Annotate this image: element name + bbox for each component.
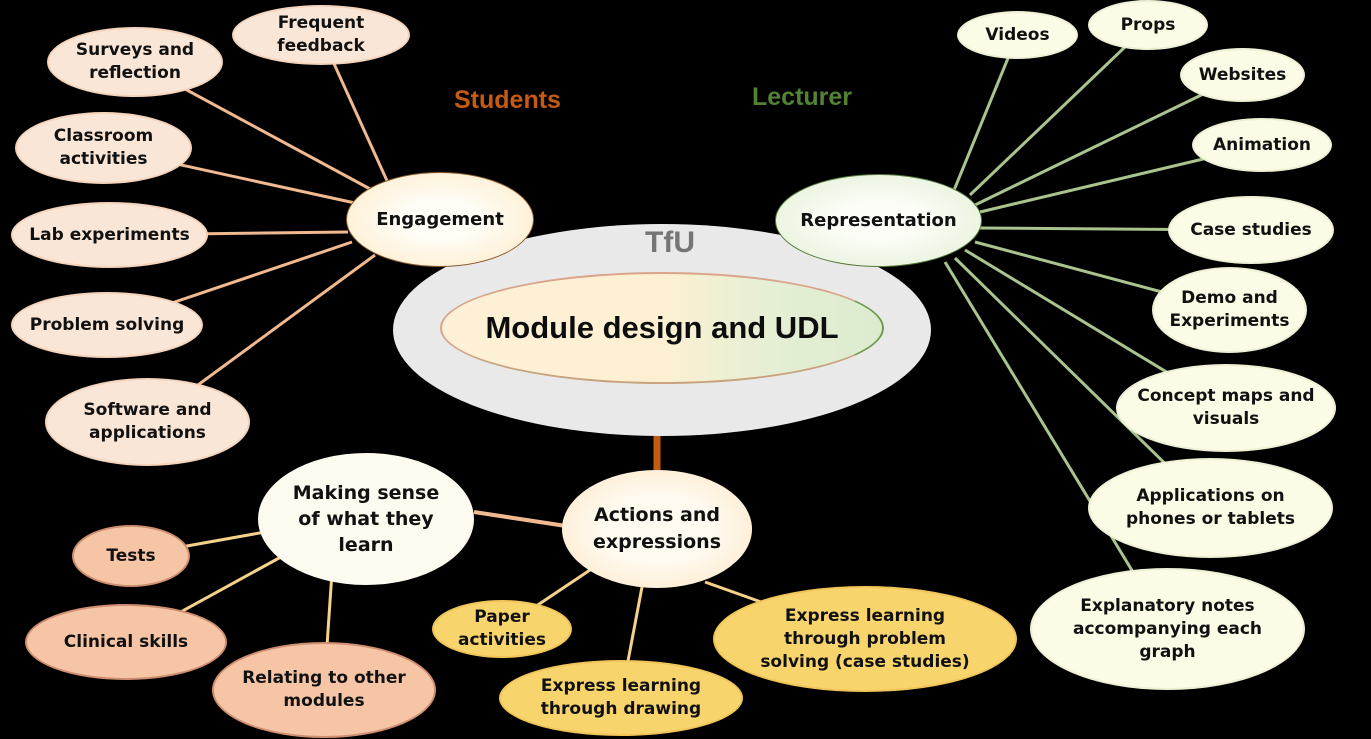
hub-making-sense-line: learn bbox=[338, 534, 394, 556]
leaf-node-label: Props bbox=[1120, 14, 1176, 35]
leaf-node-label: Lab experiments bbox=[29, 224, 190, 245]
leaf-node-label: visuals bbox=[1192, 409, 1260, 429]
hub-actions-expressions: Actions and expressions bbox=[562, 470, 752, 588]
connector-representation-items bbox=[968, 23, 1150, 197]
leaf-node-label: activities bbox=[457, 630, 546, 650]
leaf-node-label: modules bbox=[283, 691, 365, 711]
hub-engagement: Engagement bbox=[346, 172, 534, 267]
leaf-node-representation: Props bbox=[1088, 0, 1208, 50]
leaf-node-label: Applications on bbox=[1136, 486, 1285, 506]
hub-making-sense-line: Making sense bbox=[292, 482, 440, 504]
leaf-node-label: Frequent bbox=[277, 13, 365, 33]
leaf-node-label: Surveys and bbox=[75, 40, 195, 60]
leaf-node-representation: Animation bbox=[1192, 118, 1332, 172]
connector-making-sense-actions bbox=[473, 510, 567, 528]
connector-representation-items bbox=[974, 73, 1244, 207]
leaf-node-label: graph bbox=[1139, 641, 1196, 662]
connector-representation-items bbox=[948, 34, 1019, 201]
leaf-node-engagement: Problem solving bbox=[11, 292, 203, 358]
leaf-node-representation: Videos bbox=[957, 11, 1078, 59]
leaf-node-label: Paper bbox=[474, 607, 530, 627]
leaf-node-representation: Websites bbox=[1180, 48, 1305, 102]
connector-representation-items bbox=[943, 261, 1169, 630]
leaf-node-label: activities bbox=[59, 149, 148, 169]
leaf-node-label: Tests bbox=[106, 545, 156, 566]
leaf-node-representation: Applications on phones or tablets bbox=[1088, 458, 1333, 558]
leaf-node-label: Concept maps and bbox=[1137, 386, 1315, 406]
leaf-node-label: reflection bbox=[89, 63, 181, 83]
leaf-node-label: Animation bbox=[1212, 134, 1311, 155]
leaf-node-label: Problem solving bbox=[29, 314, 185, 335]
leaf-node-label: Express learning bbox=[784, 605, 946, 626]
leaf-node-label: applications bbox=[89, 423, 206, 443]
leaf-node-label: Clinical skills bbox=[63, 631, 189, 652]
leaf-node-representation: Case studies bbox=[1168, 196, 1334, 264]
lecturer-label: Lecturer bbox=[752, 83, 853, 111]
core-node-module-design: Module design and UDL bbox=[440, 272, 884, 384]
hub-representation: Representation bbox=[775, 174, 982, 267]
leaf-node-label: phones or tablets bbox=[1126, 509, 1295, 529]
hub-making-sense-line: of what they bbox=[298, 508, 434, 530]
leaf-node-label: through problem bbox=[783, 628, 947, 649]
leaf-node-making-sense: Relating to other modules bbox=[212, 642, 436, 738]
leaf-node-label: through drawing bbox=[540, 699, 702, 719]
leaf-node-label: accompanying each bbox=[1072, 618, 1263, 639]
leaf-node-actions: Paper activities bbox=[432, 600, 572, 658]
leaf-node-label: Videos bbox=[985, 24, 1050, 45]
leaf-node-engagement: Frequent feedback bbox=[232, 5, 410, 65]
tfu-label: TfU bbox=[645, 226, 695, 259]
leaf-node-label: Explanatory notes bbox=[1080, 595, 1255, 616]
leaf-node-engagement: Classroom activities bbox=[15, 112, 192, 184]
leaf-node-label: Demo and bbox=[1181, 288, 1278, 308]
leaf-node-engagement: Surveys and reflection bbox=[47, 27, 223, 97]
leaf-node-label: Relating to other bbox=[242, 668, 406, 688]
leaf-node-label: Software and bbox=[83, 400, 212, 420]
hub-actions-line: expressions bbox=[592, 531, 722, 553]
leaf-node-making-sense: Tests bbox=[72, 525, 190, 587]
leaf-node-label: Experiments bbox=[1169, 311, 1290, 331]
core-node-label: Module design and UDL bbox=[485, 310, 839, 345]
leaf-node-label: Case studies bbox=[1190, 219, 1312, 240]
leaf-node-label: solving (case studies) bbox=[760, 651, 970, 672]
leaf-node-engagement: Lab experiments bbox=[11, 202, 208, 268]
leaf-node-actions: Express learning through drawing bbox=[499, 660, 743, 736]
hub-representation-label: Representation bbox=[800, 210, 957, 231]
leaf-node-engagement: Software and applications bbox=[45, 378, 250, 466]
leaf-node-label: Classroom bbox=[53, 126, 154, 146]
students-label: Students bbox=[454, 86, 561, 114]
leaf-node-representation: Concept maps and visuals bbox=[1116, 364, 1336, 452]
leaf-node-making-sense: Clinical skills bbox=[25, 604, 227, 680]
leaf-node-label: feedback bbox=[277, 36, 365, 56]
leaf-node-label: Express learning bbox=[540, 676, 702, 696]
leaf-node-label: Websites bbox=[1198, 64, 1287, 85]
hub-actions-line: Actions and bbox=[593, 504, 720, 526]
hub-engagement-label: Engagement bbox=[376, 209, 504, 230]
hub-making-sense: Making sense of what they learn bbox=[258, 453, 474, 585]
